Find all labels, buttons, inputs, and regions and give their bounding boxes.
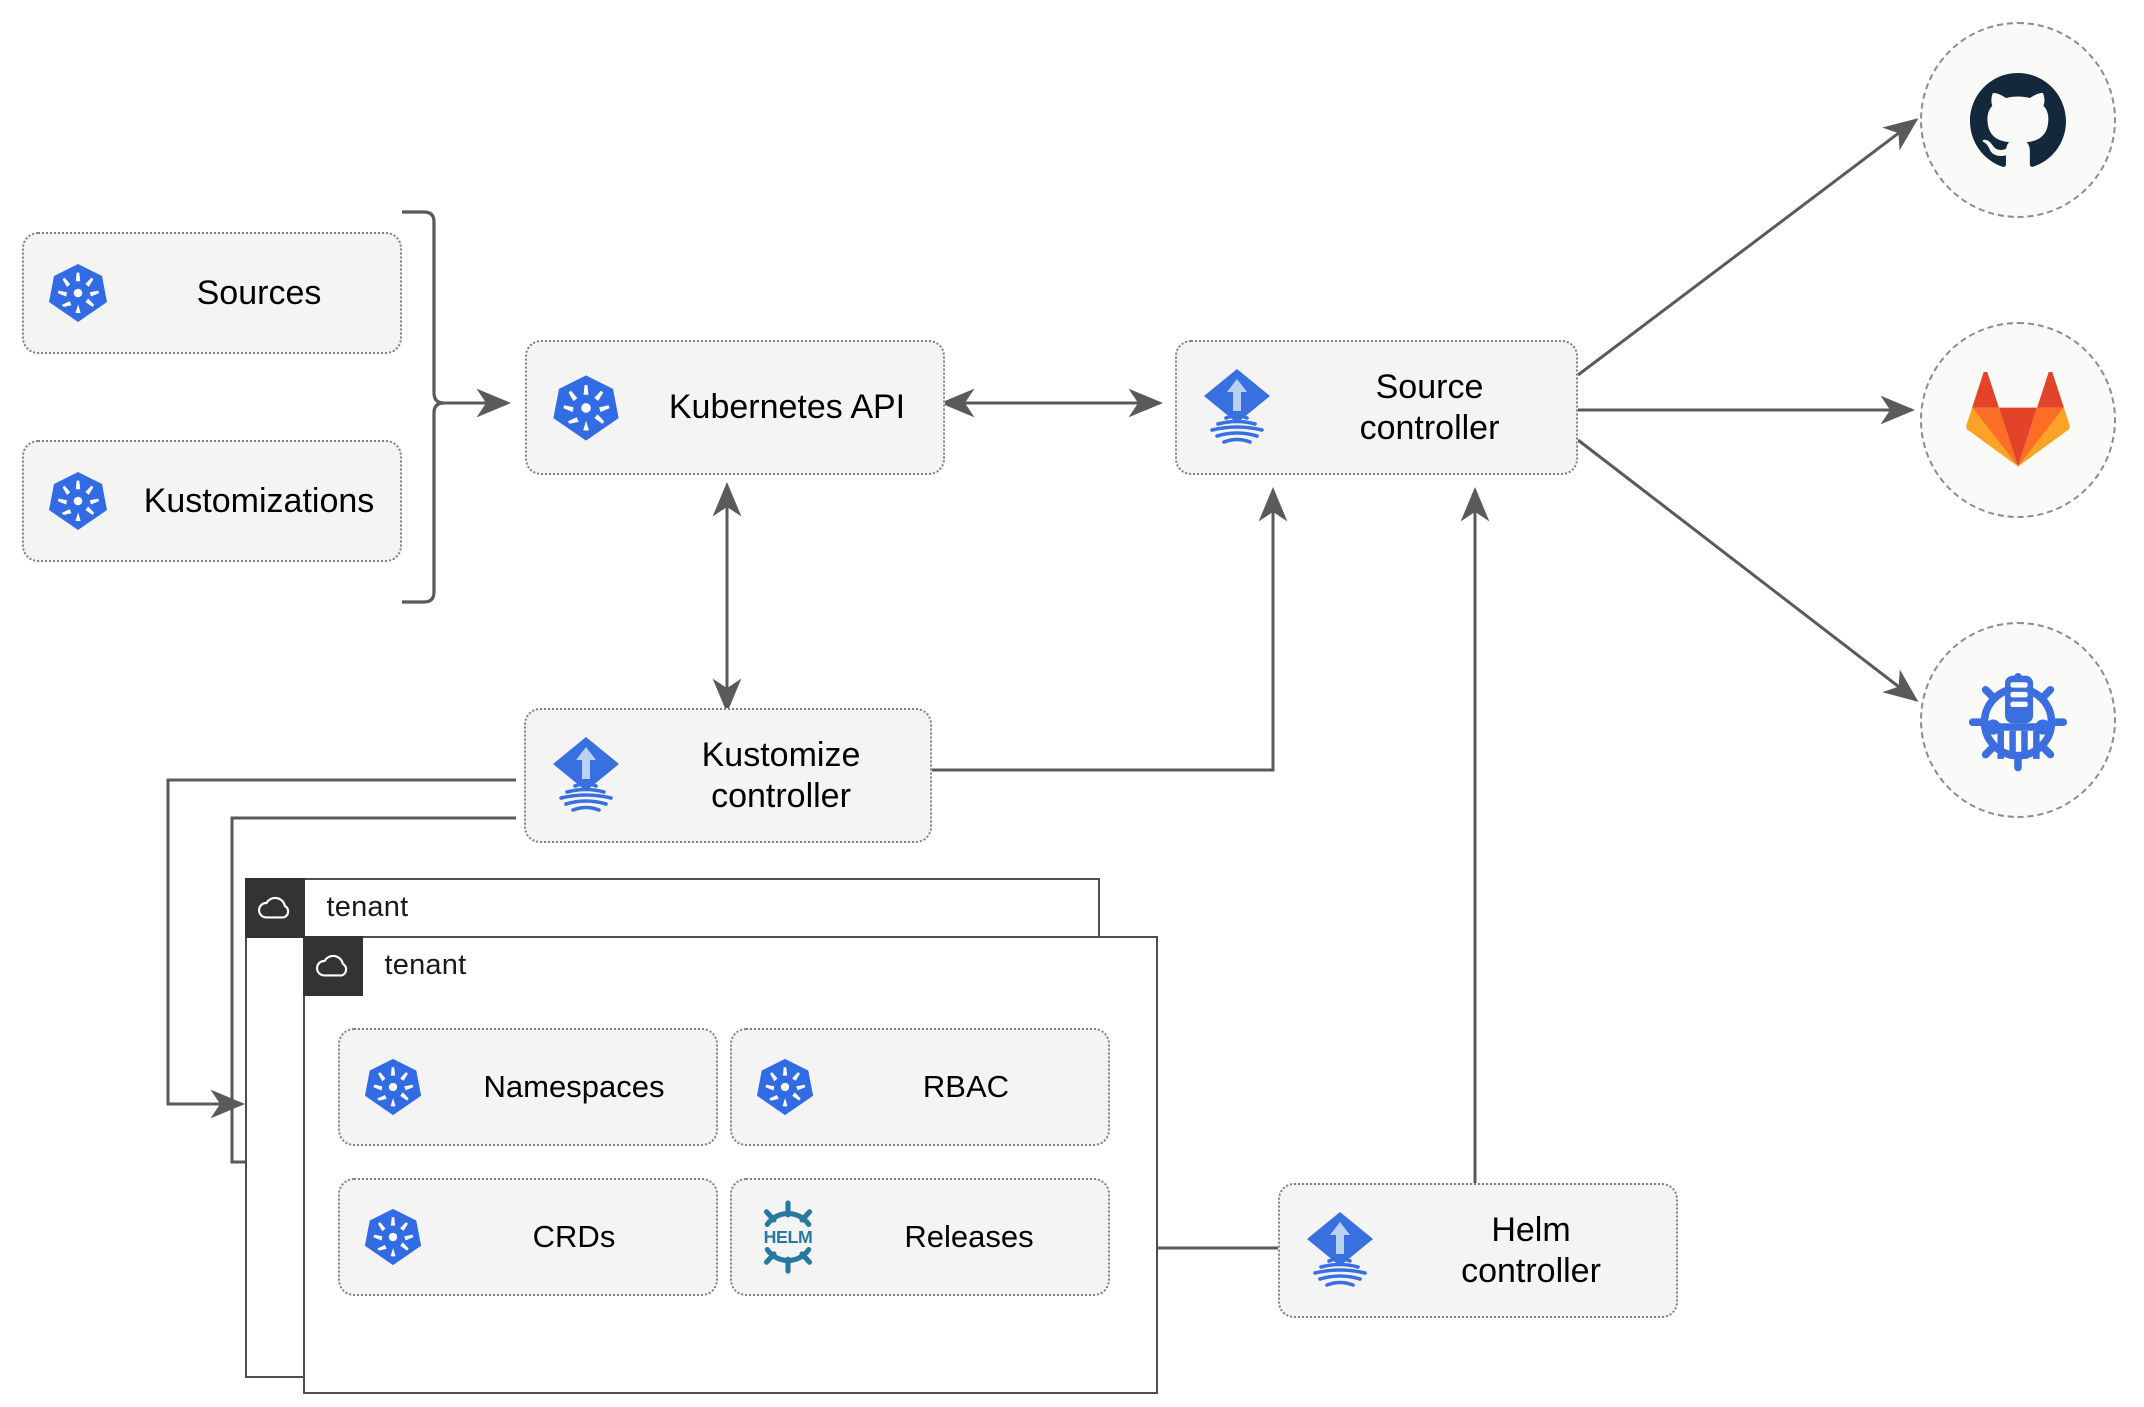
- resource-box-sources[interactable]: Sources: [22, 232, 402, 354]
- tenant-object-rbac[interactable]: RBAC: [730, 1028, 1110, 1146]
- provider-gitlab[interactable]: [1920, 322, 2116, 518]
- resource-label: Kustomizations: [143, 481, 375, 520]
- helm-registry-icon: [1968, 673, 2068, 772]
- kubernetes-icon: [527, 372, 645, 444]
- tenant-object-namespaces[interactable]: Namespaces: [338, 1028, 718, 1146]
- tenant-titlebar: tenant: [302, 935, 467, 996]
- brace-sources-kustomizations: [402, 210, 445, 604]
- tenant-titlebar: tenant: [244, 877, 409, 938]
- kubernetes-icon: [24, 469, 132, 533]
- svg-text:HELM: HELM: [764, 1227, 813, 1247]
- edge-kustomize-to-source: [932, 487, 1288, 772]
- flux-icon: [1177, 365, 1297, 451]
- kubernetes-icon: [340, 1056, 446, 1118]
- resource-label: Sources: [196, 273, 322, 312]
- cloud-icon: [244, 877, 305, 938]
- tenant-object-label: CRDs: [532, 1218, 616, 1254]
- kubernetes-icon: [732, 1056, 838, 1118]
- tenant-object-label: Releases: [904, 1218, 1034, 1254]
- flux-icon: [526, 733, 646, 819]
- cloud-icon: [302, 935, 363, 996]
- tenant-object-releases[interactable]: HELM Releases: [730, 1178, 1110, 1296]
- node-label: Kustomize controller: [701, 736, 861, 815]
- provider-helm-registry[interactable]: [1920, 622, 2116, 818]
- gitlab-icon: [1966, 372, 2070, 467]
- tenant-label: tenant: [384, 949, 467, 981]
- node-label: Source controller: [1359, 368, 1500, 447]
- flux-icon: [1280, 1208, 1400, 1294]
- kubernetes-icon: [340, 1206, 446, 1268]
- node-helm-controller[interactable]: Helm controller: [1278, 1183, 1678, 1318]
- tenant-container-front[interactable]: tenant: [302, 935, 1158, 1394]
- kubernetes-icon: [24, 261, 132, 325]
- helm-icon: HELM: [732, 1200, 844, 1274]
- edge-source-to-registry: [1577, 438, 1919, 702]
- provider-github[interactable]: [1920, 22, 2116, 218]
- node-kubernetes-api[interactable]: Kubernetes API: [525, 340, 945, 475]
- tenant-object-label: Namespaces: [483, 1068, 665, 1104]
- node-label: Helm controller: [1461, 1211, 1601, 1290]
- node-label: Kubernetes API: [668, 388, 906, 427]
- tenant-object-crds[interactable]: CRDs: [338, 1178, 718, 1296]
- github-icon: [1970, 72, 2066, 167]
- node-source-controller[interactable]: Source controller: [1175, 340, 1578, 475]
- node-kustomize-controller[interactable]: Kustomize controller: [524, 708, 932, 843]
- resource-box-kustomizations[interactable]: Kustomizations: [22, 440, 402, 562]
- tenant-object-label: RBAC: [922, 1068, 1010, 1104]
- tenant-label: tenant: [326, 891, 409, 923]
- edge-source-to-github: [1577, 118, 1919, 377]
